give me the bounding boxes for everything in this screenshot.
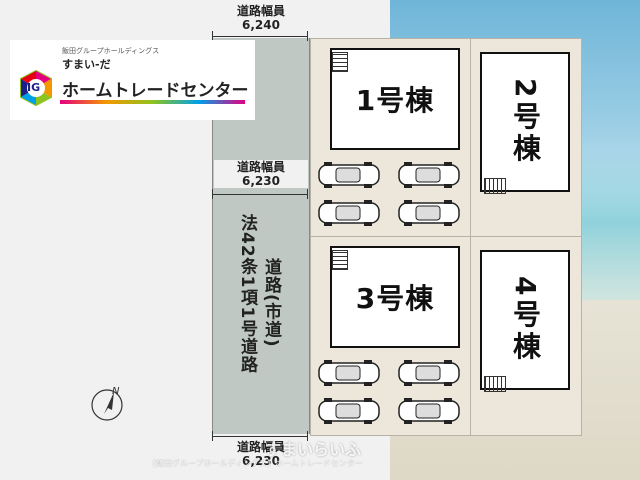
logo-group-line: 飯田グループホールディングス <box>62 47 160 55</box>
road-width-label-bottom: 道路幅員 6,230 <box>214 440 308 468</box>
car-icon <box>318 398 380 424</box>
ig-logo-icon <box>20 70 52 106</box>
road-width-label-top: 道路幅員 6,240 <box>214 4 308 32</box>
road-public-label: 道路(市道) <box>261 258 281 348</box>
road-width-value: 6,240 <box>242 18 280 32</box>
car-icon <box>398 162 460 188</box>
company-logo: IG 飯田グループホールディングス すまい-だ ホームトレードセンター <box>10 40 255 120</box>
car-icon <box>318 162 380 188</box>
logo-main-line: ホームトレードセンター <box>62 81 249 101</box>
stairs-icon <box>484 376 506 392</box>
car-icon <box>398 200 460 226</box>
dimension-line <box>212 194 308 195</box>
car-icon <box>318 360 380 386</box>
road-width-value: 6,230 <box>242 174 280 188</box>
dimension-tick <box>307 189 308 199</box>
road-width-caption: 道路幅員 <box>236 440 285 454</box>
house-3-label: 3号棟 <box>355 282 435 315</box>
road-width-value: 6,230 <box>242 454 280 468</box>
car-icon <box>398 360 460 386</box>
dimension-tick <box>212 31 213 41</box>
road-width-caption: 道路幅員 <box>236 160 285 174</box>
house-4: 4号棟 <box>480 250 570 390</box>
house-1-label: 1号棟 <box>355 84 435 117</box>
car-icon <box>398 398 460 424</box>
house-3: 3号棟 <box>330 246 460 348</box>
road-legal-label: 法42条1項1号道路 <box>237 214 257 374</box>
road-lower <box>212 196 310 434</box>
stairs-icon <box>332 52 348 72</box>
house-2-label: 2号棟 <box>509 78 542 166</box>
house-4-label: 4号棟 <box>509 276 542 364</box>
house-1: 1号棟 <box>330 48 460 150</box>
logo-mark-text: IG <box>27 81 41 94</box>
north-label: N <box>112 386 120 397</box>
footer-credit: 【飯田グループホールディングス】ホームトレードセンター <box>148 459 363 468</box>
logo-color-bar <box>60 100 245 104</box>
road-width-caption: 道路幅員 <box>236 4 285 18</box>
dimension-tick <box>212 431 213 441</box>
dimension-tick <box>307 431 308 441</box>
car-icon <box>318 200 380 226</box>
watermark: すまいらいふ <box>265 440 362 459</box>
dimension-line <box>212 436 308 437</box>
road-width-label-middle: 道路幅員 6,230 <box>214 160 308 188</box>
house-2: 2号棟 <box>480 52 570 192</box>
dimension-tick <box>307 31 308 41</box>
dimension-tick <box>212 189 213 199</box>
logo-sub-line: すまい-だ <box>62 58 111 71</box>
dimension-line <box>212 36 308 37</box>
north-arrow-icon <box>91 389 123 421</box>
stairs-icon <box>332 250 348 270</box>
stairs-icon <box>484 178 506 194</box>
